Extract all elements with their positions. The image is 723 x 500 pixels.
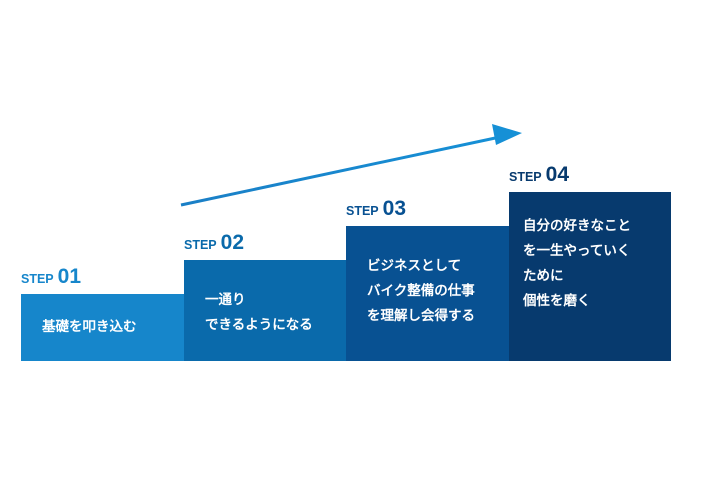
step-03-box: ビジネスとして バイク整備の仕事 を理解し会得する (346, 226, 509, 361)
step-prefix: STEP (184, 238, 217, 252)
step-04-box: 自分の好きなこと を一生やっていく ために 個性を磨く (509, 192, 671, 361)
step-prefix: STEP (21, 272, 54, 286)
step-01-box: 基礎を叩き込む (21, 294, 184, 361)
step-number: 02 (220, 231, 245, 254)
step-prefix: STEP (509, 170, 542, 184)
step-number: 03 (382, 197, 407, 220)
step-text: 基礎を叩き込む (42, 319, 137, 335)
step-text: ために (523, 268, 564, 284)
step-number: 01 (57, 265, 82, 288)
step-text: 個性を磨く (523, 293, 591, 309)
step-prefix: STEP (346, 204, 379, 218)
step-text: バイク整備の仕事 (367, 283, 475, 299)
step-text: ビジネスとして (367, 258, 462, 274)
step-02-box: 一通り できるようになる (184, 260, 346, 361)
step-text: 一通り (205, 292, 246, 308)
step-text: を理解し会得する (367, 308, 475, 324)
step-number: 04 (545, 163, 570, 186)
step-text: を一生やっていく (523, 243, 631, 259)
step-text: できるようになる (205, 317, 313, 333)
step-text: 自分の好きなこと (523, 218, 631, 234)
